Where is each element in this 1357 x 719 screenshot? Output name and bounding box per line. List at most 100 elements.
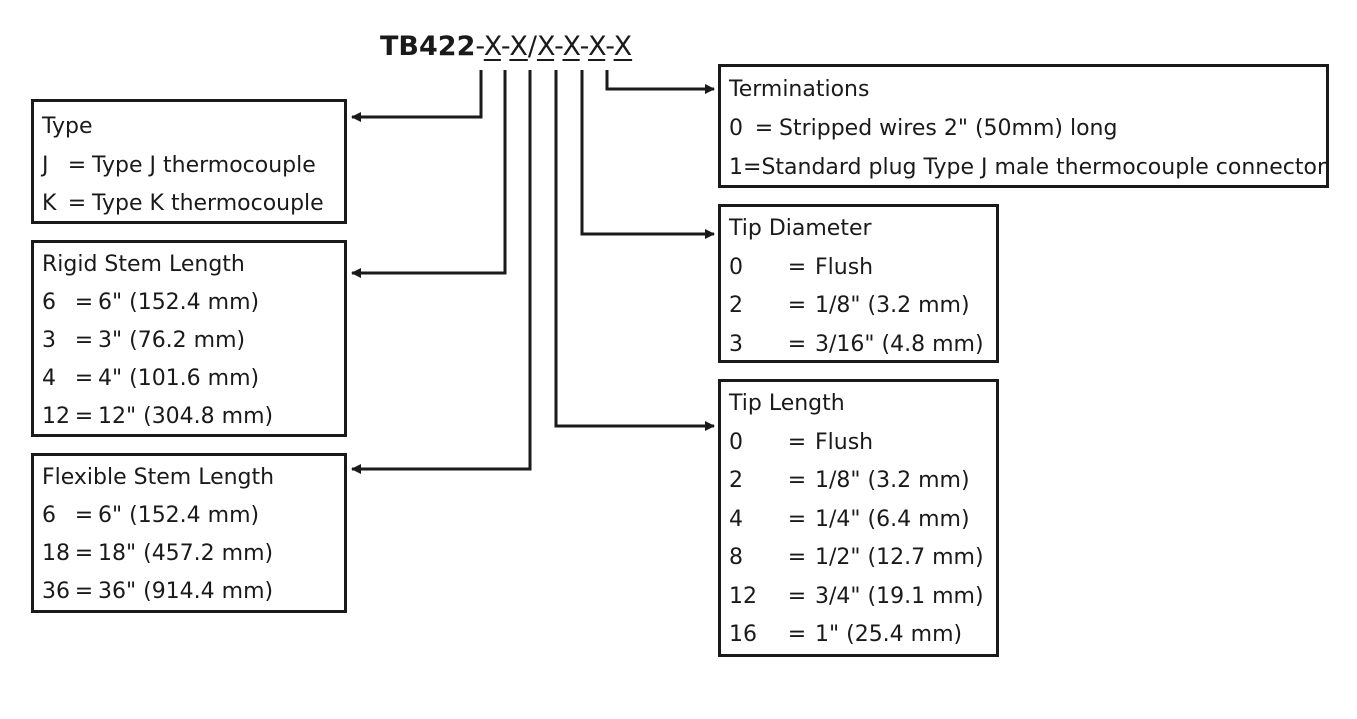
equals-sign: = bbox=[787, 468, 807, 493]
equals-sign: = bbox=[74, 290, 94, 315]
option-code: 1 bbox=[729, 155, 743, 180]
option-row: 0 = Flush bbox=[729, 424, 988, 463]
option-code: J bbox=[42, 152, 49, 178]
option-code: K bbox=[42, 191, 57, 216]
equals-sign: = bbox=[74, 579, 94, 604]
option-code: 3 bbox=[729, 331, 743, 357]
option-description: 3/16" (4.8 mm) bbox=[815, 331, 984, 357]
option-row: 0 =Stripped wires 2" (50mm) long bbox=[729, 109, 1318, 148]
equals-sign: = bbox=[74, 503, 94, 528]
option-code: 0 bbox=[729, 254, 743, 280]
equals-sign: = bbox=[787, 622, 807, 647]
option-row: 36=36" (914.4 mm) bbox=[42, 573, 336, 610]
equals-sign: = bbox=[67, 152, 87, 178]
option-row: 4 = 1/4" (6.4 mm) bbox=[729, 501, 988, 540]
equals-sign: = bbox=[74, 541, 94, 566]
separator: - bbox=[500, 31, 510, 62]
flexible-stem-length-box: Flexible Stem Length 6=6" (152.4 mm) 18=… bbox=[31, 453, 347, 613]
option-code: 12 bbox=[42, 404, 70, 429]
model-prefix: TB422 bbox=[380, 31, 476, 62]
tip-length-placeholder: X bbox=[562, 31, 580, 62]
option-description: 6" (152.4 mm) bbox=[98, 503, 260, 528]
terminations-heading: Terminations bbox=[729, 77, 870, 102]
rigid-stem-placeholder: X bbox=[509, 31, 528, 62]
option-row: 2 = 1/8" (3.2 mm) bbox=[729, 287, 988, 326]
equals-sign: = bbox=[787, 293, 807, 318]
separator: - bbox=[579, 31, 589, 62]
option-description: 4" (101.6 mm) bbox=[98, 366, 260, 391]
equals-sign: = bbox=[743, 155, 762, 180]
separator: - bbox=[475, 31, 484, 62]
equals-sign: = bbox=[787, 429, 807, 455]
equals-sign: = bbox=[74, 328, 94, 353]
option-code: 8 bbox=[729, 545, 743, 570]
tip-length-heading: Tip Length bbox=[729, 391, 845, 416]
option-description: 3/4" (19.1 mm) bbox=[815, 583, 984, 609]
option-row: 3=3" (76.2 mm) bbox=[42, 322, 336, 360]
equals-sign: = bbox=[787, 506, 807, 532]
equals-sign: = bbox=[787, 545, 807, 570]
tip-diameter-heading: Tip Diameter bbox=[729, 216, 872, 241]
connector-flexible-stem bbox=[351, 70, 532, 474]
type-placeholder: X bbox=[483, 31, 501, 62]
option-description: 1/2" (12.7 mm) bbox=[815, 545, 984, 570]
option-row: 3 = 3/16" (4.8 mm) bbox=[729, 326, 988, 361]
separator: / bbox=[527, 31, 537, 62]
equals-sign: = bbox=[74, 404, 94, 429]
type-box: Type J=Type J thermocouple K=Type K ther… bbox=[31, 99, 347, 224]
terminations-placeholder: X bbox=[613, 31, 633, 62]
tip-diameter-box: Tip Diameter 0=Flush 2=1/8" (3.2 mm) 3=3… bbox=[718, 204, 999, 363]
option-description: 1/8" (3.2 mm) bbox=[815, 293, 970, 318]
option-code: 0 bbox=[729, 116, 743, 141]
option-description: Flush bbox=[815, 254, 874, 280]
option-code: 2 bbox=[729, 468, 743, 493]
option-row: 1=Standard plug Type J male thermocouple… bbox=[729, 148, 1326, 185]
option-code: 6 bbox=[42, 290, 56, 315]
flexible-stem-placeholder: X bbox=[536, 31, 555, 62]
equals-sign: = bbox=[754, 116, 774, 141]
option-row: 6 =6" (152.4 mm) bbox=[42, 284, 336, 322]
option-row: 0 = Flush bbox=[729, 249, 988, 288]
tip-length-box: Tip Length 0=Flush 2=1/8" (3.2 mm) 4=1/4… bbox=[718, 379, 999, 657]
option-row: 4 =4" (101.6 mm) bbox=[42, 360, 336, 398]
option-description: Flush bbox=[815, 429, 874, 455]
option-description: 1/4" (6.4 mm) bbox=[815, 506, 970, 532]
rigid-stem-length-heading: Rigid Stem Length bbox=[42, 252, 245, 277]
option-code: 4 bbox=[42, 366, 56, 391]
option-description: Standard plug Type J male thermocouple c… bbox=[761, 155, 1327, 180]
option-row: 18=18" (457.2 mm) bbox=[42, 535, 336, 573]
option-code: 2 bbox=[729, 293, 743, 318]
option-row: 8 = 1/2" (12.7 mm) bbox=[729, 539, 988, 578]
option-code: 36 bbox=[42, 579, 70, 604]
type-heading: Type bbox=[42, 114, 93, 139]
equals-sign: = bbox=[787, 583, 807, 609]
option-code: 6 bbox=[42, 503, 56, 528]
option-code: 16 bbox=[729, 622, 757, 647]
option-description: 18" (457.2 mm) bbox=[98, 541, 274, 566]
option-description: Type J thermocouple bbox=[92, 152, 316, 178]
option-code: 4 bbox=[729, 506, 743, 532]
option-description: 36" (914.4 mm) bbox=[98, 579, 274, 604]
option-code: 18 bbox=[42, 541, 70, 566]
option-description: 3" (76.2 mm) bbox=[98, 328, 246, 353]
connector-type bbox=[351, 70, 483, 122]
separator: - bbox=[605, 31, 614, 62]
tip-diameter-placeholder: X bbox=[588, 31, 606, 62]
option-code: 0 bbox=[729, 429, 743, 455]
option-description: 12" (304.8 mm) bbox=[98, 404, 274, 429]
flexible-stem-length-heading: Flexible Stem Length bbox=[42, 465, 275, 490]
option-code: 12 bbox=[729, 583, 757, 609]
connector-terminations bbox=[605, 70, 715, 94]
equals-sign: = bbox=[74, 366, 94, 391]
option-row: 12 = 3/4" (19.1 mm) bbox=[729, 578, 988, 617]
option-description: 6" (152.4 mm) bbox=[98, 290, 260, 315]
option-row: 16 = 1" (25.4 mm) bbox=[729, 616, 988, 654]
option-description: Stripped wires 2" (50mm) long bbox=[779, 116, 1118, 141]
equals-sign: = bbox=[787, 254, 807, 280]
connector-tip-diameter bbox=[580, 70, 715, 239]
option-row: 2=1/8" (3.2 mm) bbox=[729, 462, 988, 501]
option-row: 6 =6" (152.4 mm) bbox=[42, 497, 336, 535]
option-description: 1" (25.4 mm) bbox=[815, 622, 963, 647]
equals-sign: = bbox=[787, 331, 807, 357]
